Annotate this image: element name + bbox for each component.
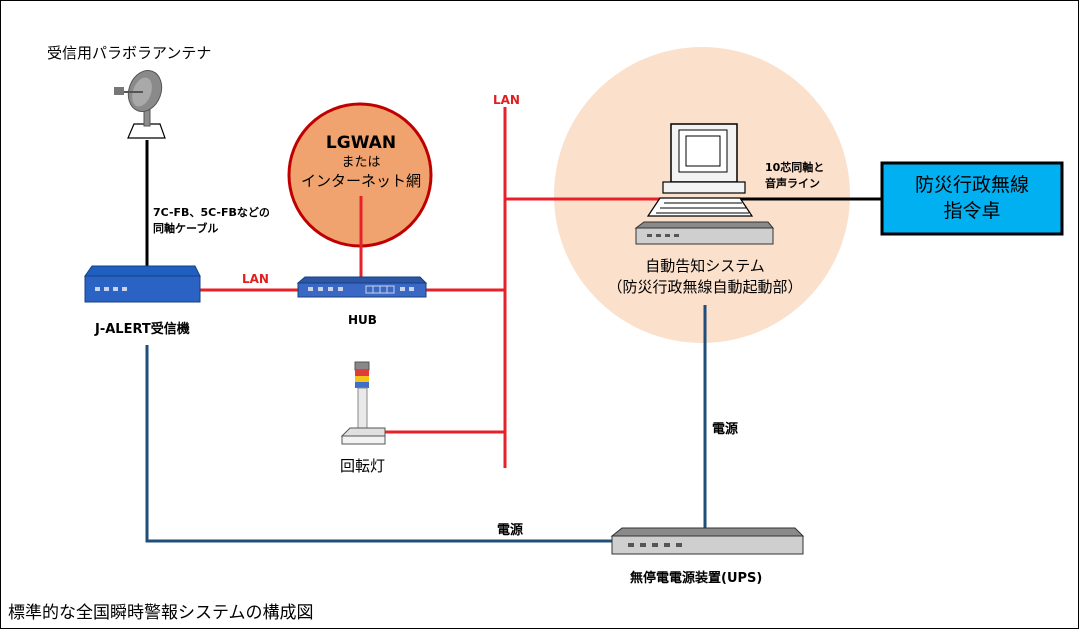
diagram-title: 標準的な全国瞬時警報システムの構成図 bbox=[8, 603, 314, 623]
auto-system-label-line2: （防災行政無線自動起動部） bbox=[607, 278, 803, 296]
lgwan-label-line2: または bbox=[341, 155, 381, 170]
ups-icon bbox=[610, 527, 805, 555]
ups-label: 無停電電源装置(UPS) bbox=[630, 571, 763, 586]
computer-icon bbox=[634, 123, 775, 245]
radio-console-label-line1: 防災行政無線 bbox=[914, 174, 1029, 196]
auto-system-area bbox=[554, 47, 850, 343]
auto-system-label: 自動告知システム （防災行政無線自動起動部） bbox=[585, 256, 825, 298]
coax-audio-label-line1: 10芯同軸と bbox=[765, 161, 825, 174]
hub-icon bbox=[296, 276, 428, 298]
power-label-jalert: 電源 bbox=[497, 523, 524, 538]
radio-console-box bbox=[880, 161, 1064, 236]
auto-system-label-line1: 自動告知システム bbox=[645, 257, 765, 275]
radio-console-label: 防災行政無線 指令卓 bbox=[882, 172, 1062, 224]
power-line-jalert-ups bbox=[145, 345, 615, 543]
antenna-label: 受信用パラボラアンテナ bbox=[47, 44, 212, 62]
jalert-receiver-icon bbox=[84, 265, 201, 303]
parabola-antenna-icon bbox=[114, 70, 166, 139]
lan-label-jalert-hub: LAN bbox=[242, 272, 269, 286]
power-label-system: 電源 bbox=[712, 422, 739, 437]
lan-label-bus: LAN bbox=[493, 93, 520, 107]
rotating-light-label: 回転灯 bbox=[340, 457, 386, 475]
coax-cable-label-line2: 同軸ケーブル bbox=[153, 222, 219, 235]
rotating-light-icon bbox=[340, 361, 386, 445]
coax-audio-label: 10芯同軸と 音声ライン bbox=[765, 160, 824, 192]
jalert-label: J-ALERT受信機 bbox=[95, 322, 190, 337]
lgwan-label-line1: LGWAN bbox=[325, 133, 397, 153]
coax-cable-label: 7C-FB、5C-FBなどの 同軸ケーブル bbox=[153, 205, 270, 237]
radio-console-label-line2: 指令卓 bbox=[943, 200, 1001, 222]
coax-audio-label-line2: 音声ライン bbox=[765, 177, 820, 190]
lgwan-label-line3: インターネット網 bbox=[300, 172, 421, 190]
lgwan-label: LGWAN または インターネット網 bbox=[290, 132, 432, 191]
coax-cable-label-line1: 7C-FB、5C-FBなどの bbox=[153, 206, 270, 219]
hub-label: HUB bbox=[348, 313, 377, 327]
